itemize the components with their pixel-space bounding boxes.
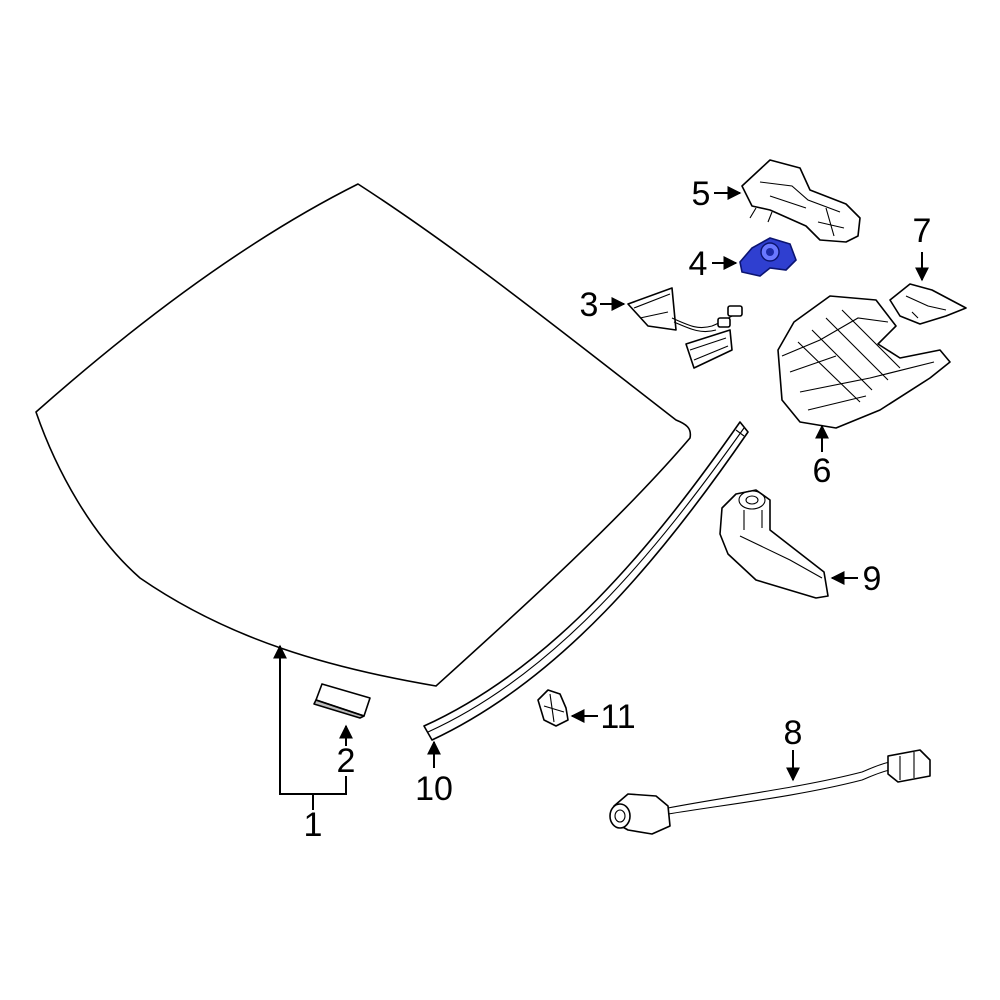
callout-10: 10 (415, 770, 453, 808)
mirror-cover-housing[interactable] (777, 295, 951, 429)
callout-4: 4 (689, 245, 708, 283)
clip-plate[interactable] (889, 283, 967, 325)
callout-6: 6 (813, 452, 832, 490)
camera-mount-bracket[interactable] (741, 159, 861, 243)
reveal-molding[interactable] (423, 421, 749, 741)
callout-11: 11 (600, 698, 635, 736)
mirror-mount-bracket[interactable] (719, 489, 829, 599)
rain-light-sensor[interactable] (739, 237, 797, 277)
callout-7: 7 (913, 212, 932, 250)
camera-wiring-harness[interactable] (609, 749, 931, 835)
callout-1: 1 (304, 806, 323, 844)
leader-lines (273, 186, 929, 810)
callout-3: 3 (580, 286, 599, 324)
callout-8: 8 (784, 714, 803, 752)
glass-pad[interactable] (313, 683, 371, 719)
sensor-bracket-assembly[interactable] (627, 287, 743, 369)
windshield-glass[interactable] (35, 183, 692, 687)
callout-5: 5 (692, 175, 711, 213)
callout-2: 2 (337, 742, 356, 780)
callout-9: 9 (863, 560, 882, 598)
push-clip[interactable] (537, 689, 569, 727)
